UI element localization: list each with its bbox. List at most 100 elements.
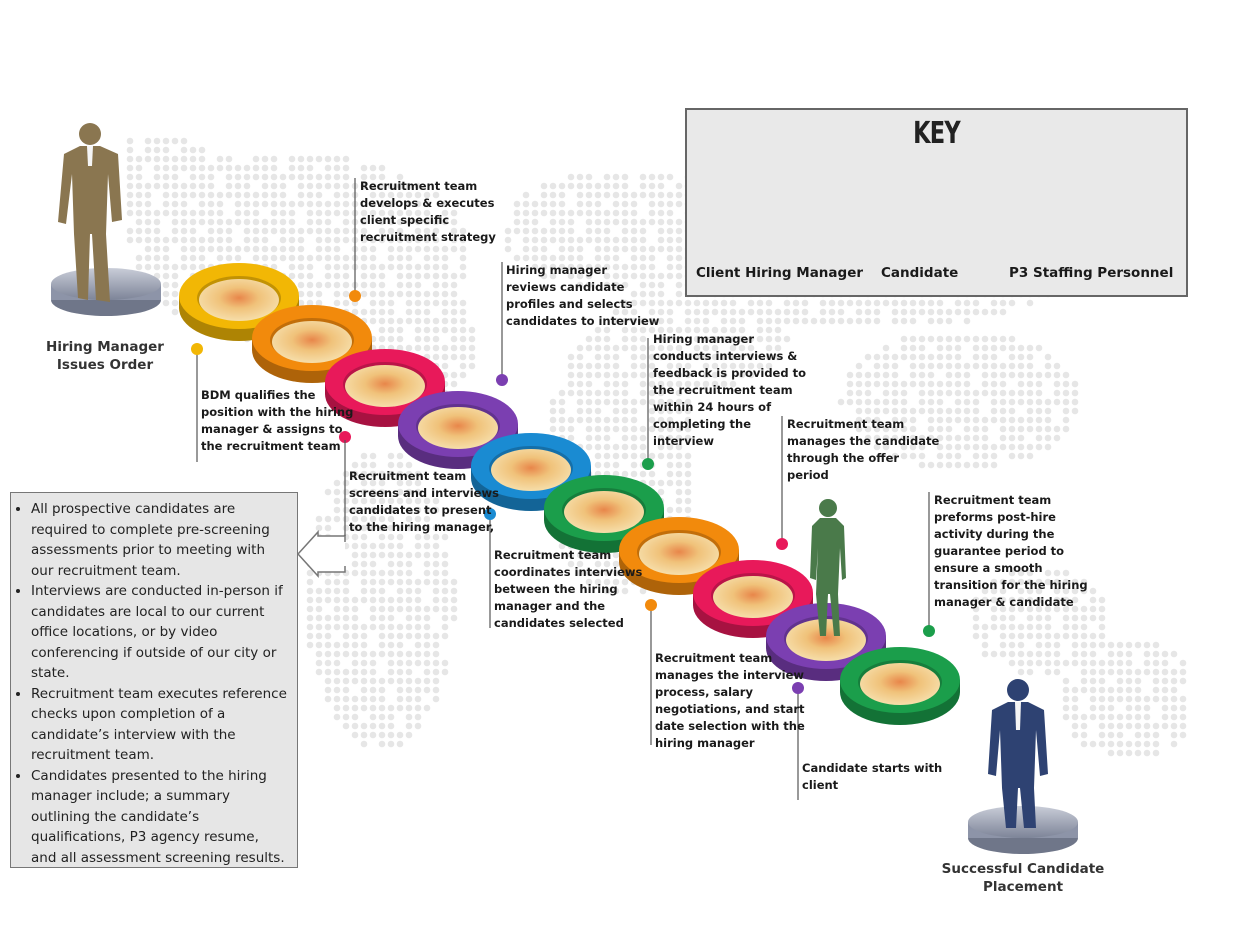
map-dot — [675, 326, 683, 334]
map-dot — [657, 191, 665, 199]
map-dot — [333, 209, 341, 217]
map-dot — [576, 209, 584, 217]
map-dot — [369, 668, 377, 676]
map-dot — [837, 299, 845, 307]
map-dot — [441, 218, 449, 226]
map-dot — [1017, 416, 1025, 424]
key-staff-label: P3 Staffing Personnel — [1009, 265, 1174, 281]
map-dot — [621, 443, 629, 451]
map-dot — [342, 596, 350, 604]
map-dot — [621, 245, 629, 253]
map-dot — [936, 317, 944, 325]
map-dot — [342, 650, 350, 658]
map-dot — [126, 227, 134, 235]
map-dot — [549, 263, 557, 271]
map-dot — [162, 155, 170, 163]
map-dot — [675, 245, 683, 253]
map-dot — [261, 182, 269, 190]
map-dot — [378, 704, 386, 712]
map-dot — [639, 263, 647, 271]
map-dot — [567, 551, 575, 559]
map-dot — [342, 299, 350, 307]
map-dot — [450, 308, 458, 316]
map-dot — [1107, 731, 1115, 739]
map-dot — [369, 551, 377, 559]
map-dot — [585, 344, 593, 352]
map-dot — [423, 623, 431, 631]
map-dot — [1098, 740, 1106, 748]
map-dot — [900, 425, 908, 433]
map-dot — [306, 200, 314, 208]
map-dot — [171, 155, 179, 163]
map-dot — [882, 299, 890, 307]
map-dot — [873, 299, 881, 307]
map-dot — [666, 227, 674, 235]
map-dot — [900, 416, 908, 424]
map-dot — [513, 209, 521, 217]
map-dot — [441, 200, 449, 208]
map-dot — [990, 614, 998, 622]
map-dot — [549, 209, 557, 217]
map-dot — [972, 353, 980, 361]
map-dot — [603, 560, 611, 568]
map-dot — [990, 308, 998, 316]
map-dot — [432, 596, 440, 604]
map-dot — [639, 587, 647, 595]
map-dot — [630, 344, 638, 352]
map-dot — [387, 263, 395, 271]
map-dot — [405, 272, 413, 280]
map-dot — [612, 461, 620, 469]
map-dot — [531, 263, 539, 271]
map-dot — [657, 299, 665, 307]
map-dot — [882, 344, 890, 352]
map-dot — [414, 335, 422, 343]
map-dot — [1008, 569, 1016, 577]
map-dot — [936, 416, 944, 424]
map-dot — [378, 227, 386, 235]
map-dot — [567, 173, 575, 181]
map-dot — [333, 713, 341, 721]
map-dot — [396, 704, 404, 712]
map-dot — [1089, 605, 1097, 613]
map-dot — [243, 245, 251, 253]
map-dot — [981, 362, 989, 370]
map-dot — [1107, 713, 1115, 721]
map-dot — [711, 326, 719, 334]
map-dot — [1035, 407, 1043, 415]
step-2-text: Recruitment team develops & executes cli… — [360, 179, 496, 244]
map-dot — [423, 209, 431, 217]
map-dot — [306, 281, 314, 289]
map-dot — [1125, 686, 1133, 694]
map-dot — [1008, 416, 1016, 424]
map-dot — [396, 659, 404, 667]
map-dot — [954, 380, 962, 388]
map-dot — [918, 434, 926, 442]
note-item: All prospective candidates are required … — [31, 499, 287, 581]
map-dot — [369, 731, 377, 739]
map-dot — [576, 182, 584, 190]
map-dot — [216, 254, 224, 262]
map-dot — [585, 218, 593, 226]
map-dot — [1008, 641, 1016, 649]
map-dot — [1098, 704, 1106, 712]
end-label: Successful Candidate Placement — [941, 861, 1105, 895]
map-dot — [540, 200, 548, 208]
map-dot — [1062, 695, 1070, 703]
map-dot — [1044, 443, 1052, 451]
map-dot — [324, 677, 332, 685]
map-dot — [684, 461, 692, 469]
map-dot — [666, 470, 674, 478]
map-dot — [234, 200, 242, 208]
map-dot — [378, 533, 386, 541]
map-dot — [891, 371, 899, 379]
map-dot — [369, 281, 377, 289]
map-dot — [558, 227, 566, 235]
map-dot — [648, 308, 656, 316]
map-dot — [333, 587, 341, 595]
map-dot — [990, 344, 998, 352]
map-dot — [666, 263, 674, 271]
map-dot — [387, 290, 395, 298]
map-dot — [126, 191, 134, 199]
map-dot — [387, 236, 395, 244]
map-dot — [900, 452, 908, 460]
